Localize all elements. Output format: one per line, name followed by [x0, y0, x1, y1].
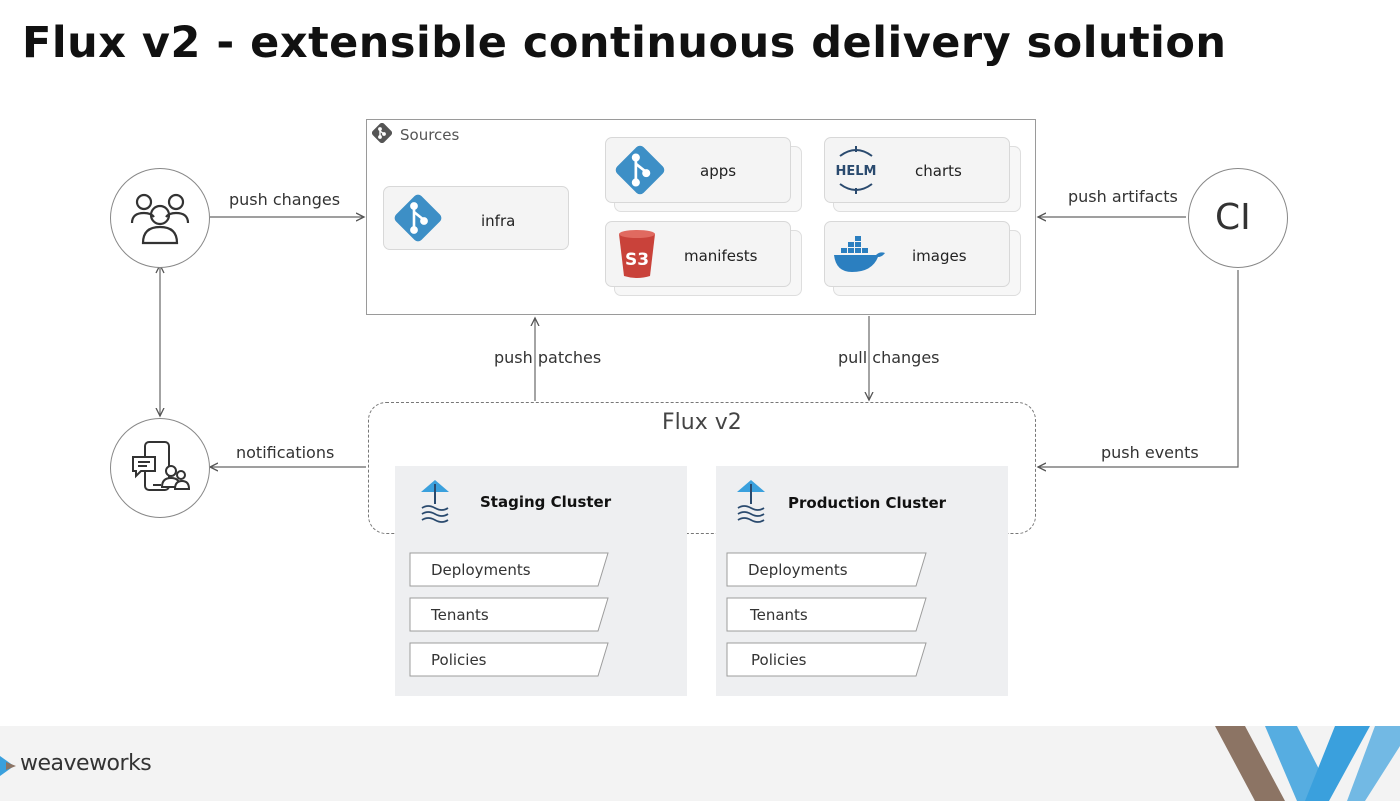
helm-icon: HELM	[836, 146, 877, 194]
infra-label: infra	[481, 212, 516, 230]
staging-item-shape	[409, 552, 609, 587]
production-item-tenants: Tenants	[750, 606, 808, 624]
manifests-label: manifests	[684, 247, 758, 265]
charts-label: charts	[915, 162, 962, 180]
weaveworks-w-mark-icon	[1215, 726, 1400, 801]
staging-item-deployments: Deployments	[431, 561, 531, 579]
ci-node: CI	[1188, 168, 1288, 268]
slide-title: Flux v2 - extensible continuous delivery…	[22, 18, 1227, 68]
git-icon	[394, 194, 442, 242]
staging-item-policies: Policies	[431, 651, 487, 669]
push-events-label: push events	[1101, 443, 1199, 462]
push-artifacts-label: push artifacts	[1068, 187, 1178, 206]
weaveworks-brand: weaveworks	[20, 751, 152, 776]
production-item-policies: Policies	[751, 651, 807, 669]
flux-boundary	[368, 402, 1036, 534]
users-node	[110, 168, 210, 268]
docker-icon	[834, 236, 885, 272]
flux-title: Flux v2	[662, 410, 742, 435]
edge-push-events	[1038, 270, 1239, 467]
staging-cluster-title: Staging Cluster	[480, 493, 612, 511]
flux-icon	[421, 480, 449, 523]
production-item-shape	[726, 552, 927, 587]
s3-badge-text: S3	[625, 250, 649, 270]
production-item-shape	[726, 597, 927, 632]
staging-item-shape	[409, 642, 609, 677]
weaveworks-logo-icon	[0, 756, 16, 776]
notifications-label: notifications	[236, 443, 335, 462]
images-label: images	[912, 247, 967, 265]
staging-item-shape	[409, 597, 609, 632]
staging-item-tenants: Tenants	[431, 606, 489, 624]
push-changes-label: push changes	[229, 190, 341, 209]
users-group-icon	[130, 193, 190, 245]
production-item-deployments: Deployments	[748, 561, 848, 579]
production-cluster-title: Production Cluster	[788, 494, 947, 512]
notifications-node	[110, 418, 210, 518]
flux-icon	[737, 480, 765, 523]
s3-bucket-icon: S3	[619, 230, 655, 278]
footer-bar	[0, 726, 1400, 801]
source-images	[824, 221, 1010, 287]
ci-label: CI	[1215, 197, 1251, 238]
push-patches-label: push patches	[494, 348, 602, 367]
git-icon	[372, 123, 392, 143]
helm-badge-text: HELM	[836, 164, 877, 179]
sources-label: Sources	[400, 126, 460, 144]
apps-label: apps	[700, 162, 737, 180]
pull-changes-label: pull changes	[838, 348, 940, 367]
production-item-shape	[726, 642, 927, 677]
git-icon	[615, 145, 665, 195]
chat-notification-icon	[132, 441, 191, 491]
